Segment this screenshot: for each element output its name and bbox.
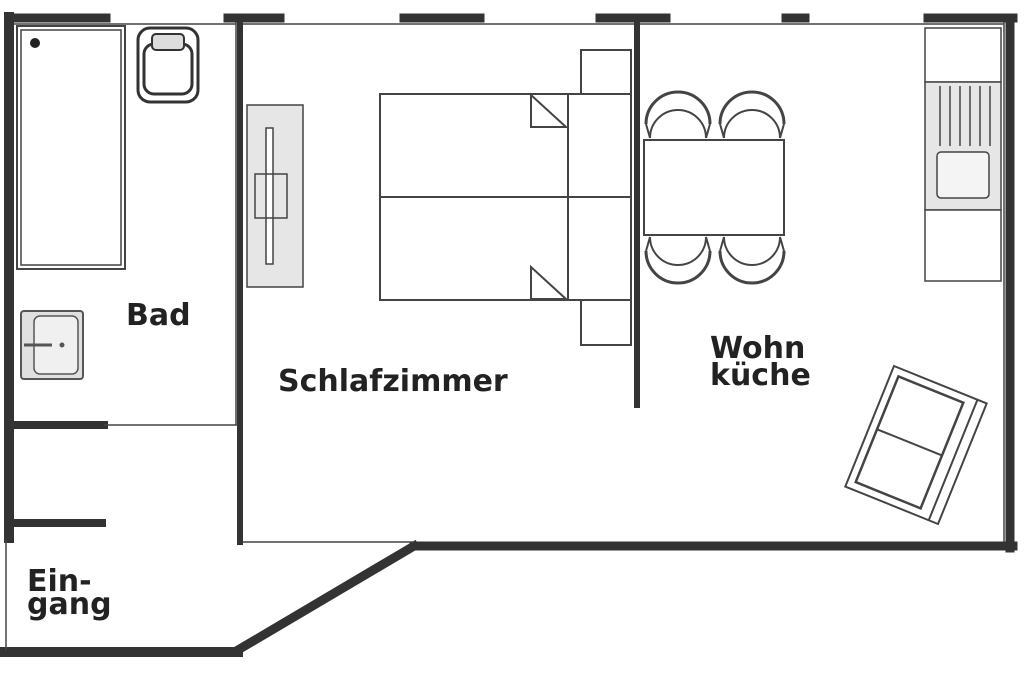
bathtub [16,25,126,270]
chair-top-left [644,90,712,139]
table-top [643,139,785,236]
nightstand-top [580,49,632,96]
toilet-tank [151,33,185,51]
thin-lines [5,22,1005,650]
armchair-backrest [927,399,979,521]
bedroom-wardrobe [246,104,304,288]
armchair [843,364,989,526]
kitchen-counter [924,27,1002,282]
armchair-divider [876,428,943,457]
toilet-bowl [142,42,194,96]
nightstand-bottom [580,299,632,346]
drainboard-lines [939,86,991,146]
label-schlafzimmer: Schlafzimmer [278,364,508,399]
chair-top-right [718,90,786,139]
label-wohnkueche-line2: küche [710,358,811,393]
counter-bottom-section [924,209,1002,282]
bathtub-drain [30,38,40,48]
double-bed [379,49,632,346]
wardrobe-rod [265,127,274,265]
pillow-fold-bottom [530,264,569,300]
chair-bottom-right [718,236,786,285]
sink-drain [59,342,65,348]
sink-icon [20,310,84,380]
toilet-icon [136,26,200,104]
counter-top-section [924,27,1002,83]
pillow-fold-top [530,92,569,128]
dining-table [643,90,786,285]
walls [0,12,1018,657]
wardrobe-handle [254,173,288,219]
label-eingang-line1: Ein- [27,564,92,599]
label-bad: Bad [126,298,191,333]
kitchen-sink-basin [936,151,990,199]
wall-diagonal [231,539,421,657]
wardrobe-body [246,104,304,288]
chair-bottom-left [644,236,712,285]
label-wohnkueche-line1: Wohn [710,331,805,366]
label-eingang-line2: gang [27,587,112,622]
bathtub-inner [20,29,122,266]
